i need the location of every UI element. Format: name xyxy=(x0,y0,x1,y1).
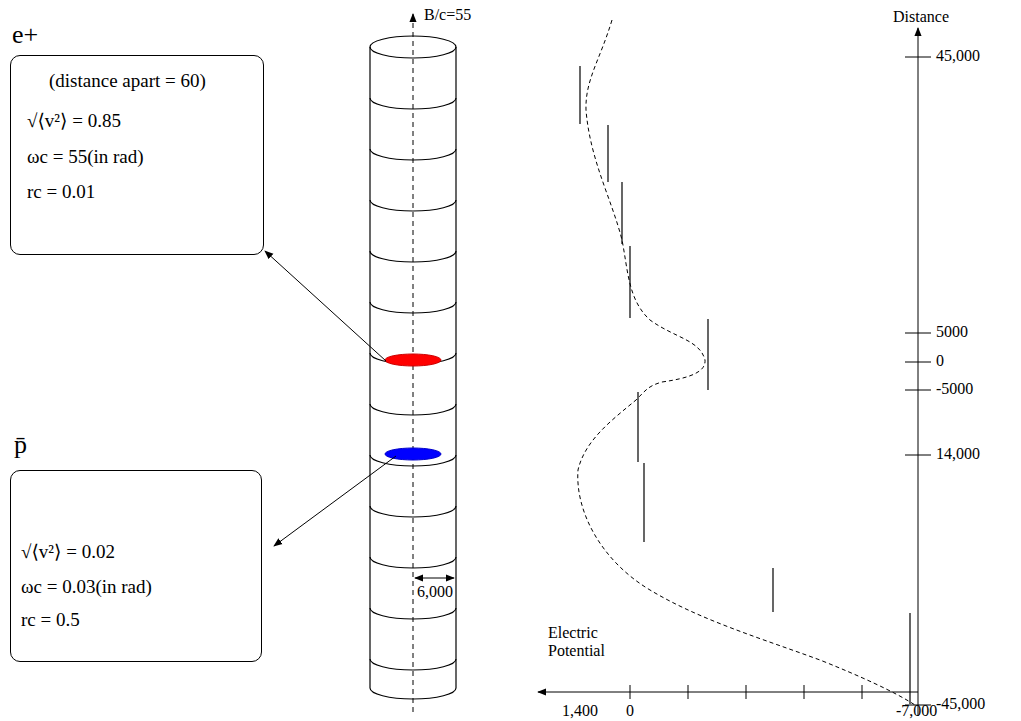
tick-label: 14,000 xyxy=(936,445,980,463)
field-label: B/c=55 xyxy=(424,6,471,24)
tick-label: -5000 xyxy=(936,380,973,398)
axis-ticks xyxy=(630,57,931,705)
axis-title: Distance xyxy=(893,8,949,26)
radius-dimension xyxy=(415,578,454,579)
potential-curve xyxy=(578,20,915,705)
parameter-text: rc = 0.5 xyxy=(21,609,80,631)
electrode-segments xyxy=(580,66,910,704)
parameter-text: √⟨v²⟩ = 0.85 xyxy=(27,110,121,132)
axis-title: Electric Potential xyxy=(548,624,620,659)
particle-symbol: e+ xyxy=(12,22,38,48)
parameter-text: rc = 0.01 xyxy=(27,181,95,203)
leader-arrow xyxy=(265,251,386,361)
parameter-box: √⟨v²⟩ = 0.02 ωc = 0.03(in rad) rc = 0.5 xyxy=(10,470,262,662)
dimension-label: 6,000 xyxy=(417,583,453,601)
parameter-box: (distance apart = 60) √⟨v²⟩ = 0.85 ωc = 55… xyxy=(10,55,264,255)
potential-axis xyxy=(538,692,918,693)
tick-label: 5000 xyxy=(936,323,968,341)
parameter-text: (distance apart = 60) xyxy=(49,70,206,92)
parameter-text: √⟨v²⟩ = 0.02 xyxy=(21,541,115,563)
tick-label: -7,000 xyxy=(896,702,937,720)
callout-box: e+ (distance apart = 60) √⟨v²⟩ = 0.85 ωc = … xyxy=(10,22,262,253)
tick-label: 1,400 xyxy=(562,702,598,720)
tick-label: -45,000 xyxy=(936,695,985,713)
distance-axis xyxy=(918,28,919,716)
parameter-text: ωc = 55(in rad) xyxy=(27,146,144,168)
callout-box: p̄ √⟨v²⟩ = 0.02 ωc = 0.03(in rad) rc = 0.5 xyxy=(10,432,260,660)
tick-label: 0 xyxy=(936,352,944,370)
tick-label: 45,000 xyxy=(936,47,980,65)
positron-cloud xyxy=(385,354,441,366)
tick-label: 0 xyxy=(626,702,634,720)
particle-symbol: p̄ xyxy=(14,432,27,458)
leader-arrow xyxy=(274,456,396,546)
parameter-text: ωc = 0.03(in rad) xyxy=(21,576,152,598)
